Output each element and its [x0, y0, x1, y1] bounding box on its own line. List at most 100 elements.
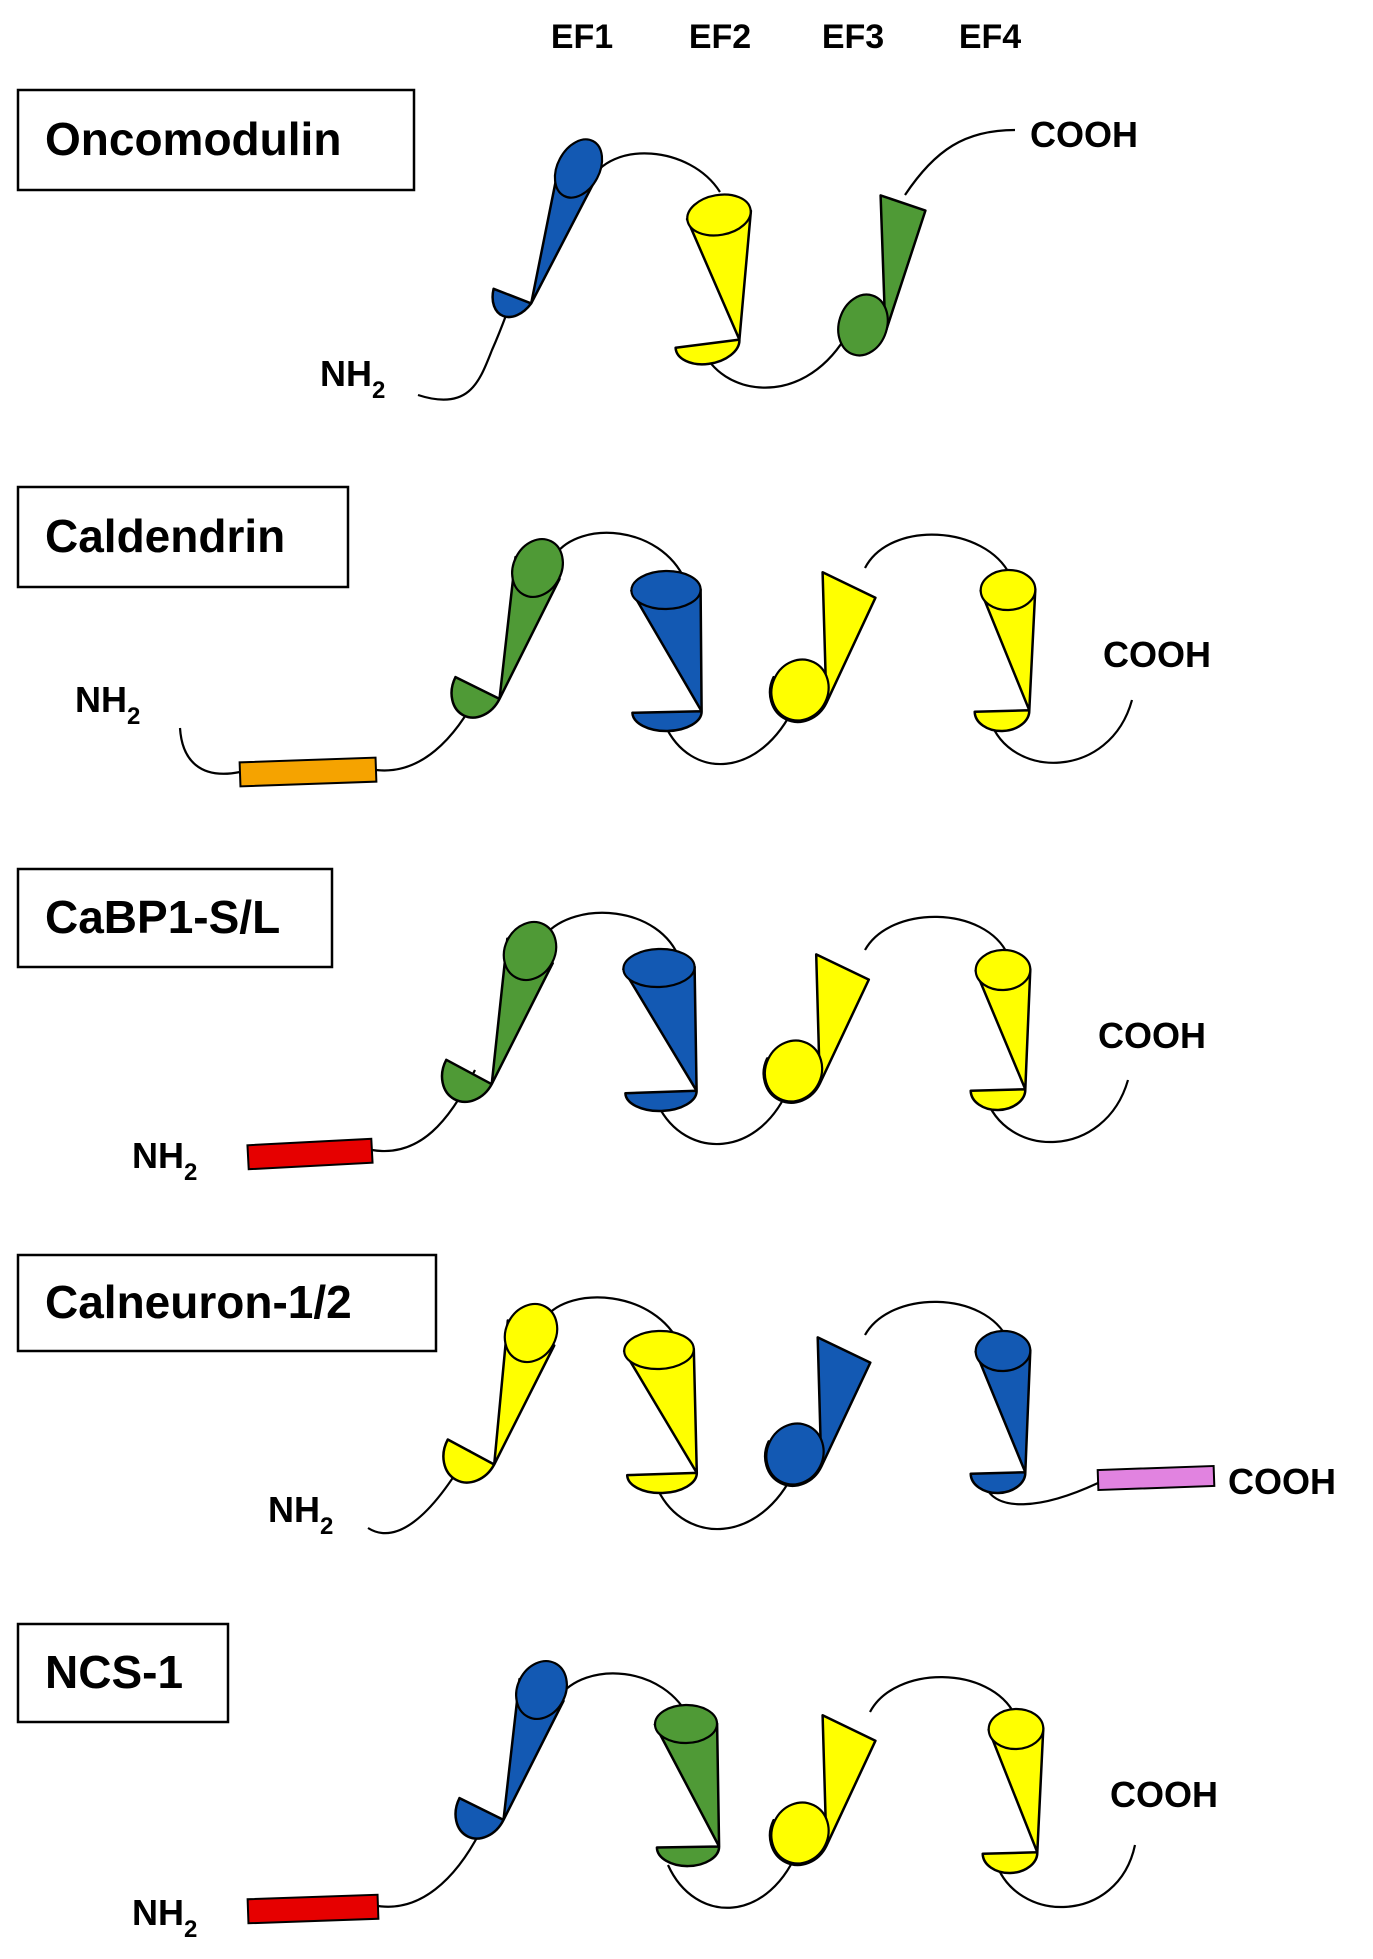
helix-cap	[503, 1302, 559, 1364]
helix-cylinder	[674, 209, 753, 366]
helix-cap	[770, 658, 830, 722]
c-terminus-label: COOH	[1030, 114, 1138, 155]
protein-ncs1: NCS-1 NH2 COOH	[16, 1622, 1218, 1943]
protein-title-box	[16, 485, 350, 589]
helix-cap	[553, 138, 604, 199]
protein-title-box	[16, 1622, 230, 1724]
helix-cylinder	[622, 965, 698, 1113]
helix-cylinder	[630, 587, 703, 733]
chain-linker	[377, 1831, 481, 1908]
helix-cylinder	[768, 570, 877, 724]
helix-cap	[763, 1039, 824, 1103]
protein-title-box	[16, 1253, 438, 1353]
helix-cap	[837, 293, 889, 357]
n-terminal-segment	[238, 756, 378, 788]
ef-column-headers: EF1 EF2 EF3 EF4	[551, 18, 1021, 56]
chain-c-terminus	[904, 128, 1016, 196]
helix-cylinder	[973, 588, 1037, 733]
c-terminus-label: COOH	[1110, 1774, 1218, 1815]
protein-title: Caldendrin	[45, 510, 285, 562]
protein-caldendrin: Caldendrin NH2 COOH	[16, 485, 1211, 788]
helix-ef3	[762, 953, 871, 1104]
ef3-header: EF3	[822, 18, 884, 56]
n-terminus-subscript: 2	[127, 703, 140, 730]
protein-title: Calneuron-1/2	[45, 1276, 352, 1328]
helix-ef2	[622, 947, 698, 1113]
n-terminus-label: NH2	[320, 353, 385, 404]
helix-ef4	[981, 1707, 1045, 1875]
helix-cylinder	[981, 1727, 1045, 1875]
helix-cap	[502, 920, 558, 982]
n-terminal-segment	[246, 1137, 374, 1171]
chain-loop	[589, 152, 721, 193]
helix-ef1	[491, 138, 604, 319]
protein-oncomodulin: Oncomodulin NH2 COOH	[16, 88, 1138, 404]
n-terminus-text: NH	[132, 1135, 184, 1176]
n-terminus-label: NH2	[268, 1489, 333, 1540]
n-terminus-label: NH2	[132, 1892, 197, 1943]
n-terminus-subscript: 2	[184, 1159, 197, 1186]
helix-ef3	[764, 1336, 872, 1487]
c-terminus-label: COOH	[1228, 1461, 1336, 1502]
helix-cap	[974, 1329, 1032, 1373]
chain-loop	[657, 1469, 796, 1531]
protein-calneuron: Calneuron-1/2 NH2 COOH	[16, 1253, 1336, 1540]
helix-cap	[622, 947, 696, 989]
helix-ef4	[969, 948, 1032, 1112]
chain-loop	[544, 911, 682, 961]
helix-ef2	[674, 193, 753, 366]
n-terminus-text: NH	[268, 1489, 320, 1530]
helix-cap	[630, 569, 702, 611]
chain-loop	[544, 1296, 682, 1346]
protein-title-box	[16, 867, 334, 969]
helix-cap	[979, 568, 1037, 612]
ef2-header: EF2	[689, 18, 751, 56]
helix-ef1	[450, 538, 564, 719]
protein-title: Oncomodulin	[45, 113, 341, 165]
ef1-header: EF1	[551, 18, 613, 56]
helix-cap	[770, 1801, 830, 1865]
helix-ef2	[653, 1703, 721, 1868]
n-terminus-subscript: 2	[372, 377, 385, 404]
helix-ef1	[454, 1660, 568, 1840]
n-terminus-text: NH	[132, 1892, 184, 1933]
chain-loop	[554, 531, 687, 581]
chain-c-terminus	[993, 1844, 1137, 1908]
helix-cylinder	[969, 968, 1032, 1112]
protein-title: NCS-1	[45, 1646, 183, 1698]
chain-loop	[657, 1084, 792, 1146]
n-terminus-text: NH	[320, 353, 372, 394]
c-terminus-label: COOH	[1103, 634, 1211, 675]
n-terminal-segment	[246, 1893, 380, 1925]
chain-c-terminus	[983, 1079, 1130, 1143]
helix-ef2	[622, 1329, 699, 1495]
helix-cap	[987, 1707, 1045, 1751]
helix-ef3	[768, 1713, 877, 1867]
helix-ef4	[969, 1329, 1032, 1495]
helix-ef1	[440, 920, 558, 1104]
protein-title: CaBP1-S/L	[45, 891, 280, 943]
chain-loop	[663, 704, 796, 766]
helix-cylinder	[622, 1347, 699, 1495]
helix-ef3	[837, 194, 927, 357]
helix-cap	[623, 1329, 695, 1371]
helix-ef2	[630, 569, 703, 733]
helix-cap	[974, 948, 1032, 992]
helix-ef4	[973, 568, 1037, 733]
helix-cylinder	[491, 159, 599, 319]
n-terminus-label: NH2	[75, 679, 140, 730]
chain-c-terminus	[988, 699, 1134, 764]
helix-cap	[511, 538, 564, 598]
chain-loop	[557, 1672, 692, 1721]
chain-n-terminus	[417, 309, 510, 401]
helix-cap	[515, 1660, 568, 1720]
protein-cabp1: CaBP1-S/L NH2 COOH	[16, 867, 1206, 1186]
chain-loop	[869, 1676, 1016, 1716]
n-terminus-subscript: 2	[184, 1916, 197, 1943]
c-terminus-label: COOH	[1098, 1015, 1206, 1056]
helix-ef1	[442, 1302, 559, 1484]
chain-loop	[666, 1844, 802, 1909]
chain-loop	[864, 915, 1009, 956]
n-terminus-text: NH	[75, 679, 127, 720]
